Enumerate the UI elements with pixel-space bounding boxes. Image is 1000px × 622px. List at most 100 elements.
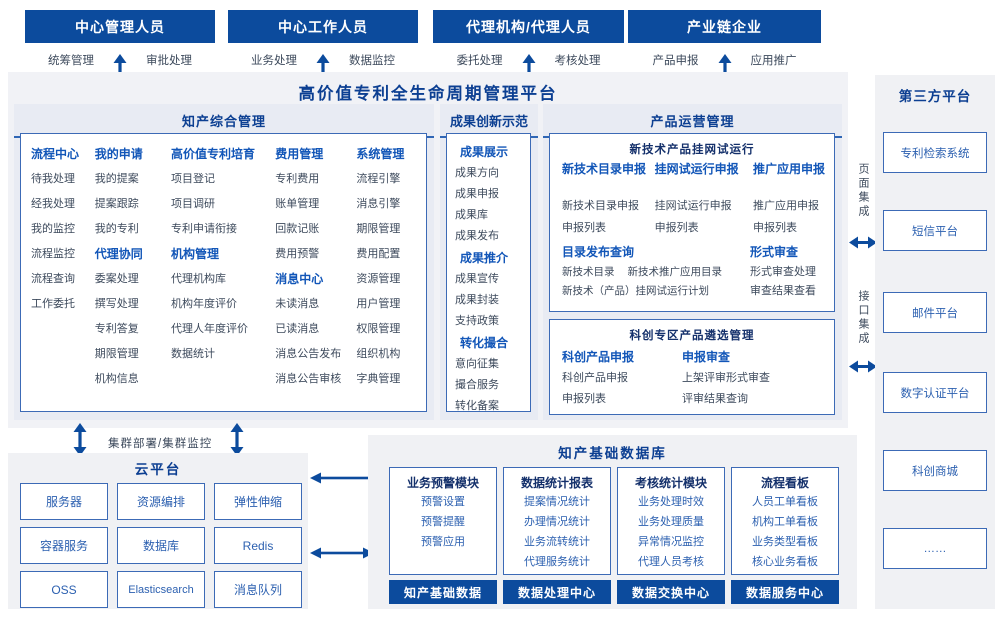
menu-item: 业务处理质量: [638, 516, 704, 528]
menu-item: 评审结果查询: [682, 393, 748, 405]
ip-column: 我的申请我的提案提案跟踪我的专利代理协同委案处理撰写处理专利答复期限管理机构信息: [95, 142, 171, 392]
menu-item: 期限管理: [356, 223, 401, 235]
menu-item: 账单管理: [275, 198, 320, 210]
menu-item: 推广应用申报: [752, 200, 819, 212]
menu-item: 消息公告审核: [275, 373, 342, 385]
role-action-left: 业务处理: [251, 55, 297, 67]
group-header: 代理协同: [94, 247, 143, 261]
menu-item: 成果库: [455, 209, 488, 221]
group-header: 转化撮合: [460, 336, 509, 350]
trial-apply-group: 推广应用申报推广应用申报申报列表: [753, 162, 834, 239]
menu-item: 成果宣传: [455, 273, 499, 285]
vertical-double-arrow-icon: [230, 423, 244, 456]
menu-item: 办理情况统计: [524, 516, 590, 528]
menu-item: 数据统计: [171, 348, 216, 360]
data-center-title: 知产基础数据库: [558, 446, 667, 461]
section-innovation: 成果创新示范 成果展示成果方向成果申报成果库成果发布成果推介成果宣传成果封装支持…: [440, 104, 538, 420]
menu-item: 流程引擎: [356, 173, 401, 185]
formal-review-group: 形式审查 形式审查处理 审查结果查看: [750, 242, 816, 301]
trial-apply-columns: 新技术目录申报新技术目录申报申报列表挂网试运行申报挂网试运行申报申报列表推广应用…: [550, 157, 834, 239]
menu-item: 新技术（产品）挂网试运行计划: [562, 285, 709, 297]
group-header: 流程看板: [760, 476, 809, 490]
horizontal-double-arrow-icon: [849, 236, 877, 249]
cluster-label: 集群部署/集群监控: [108, 438, 213, 450]
menu-item: 未读消息: [275, 298, 320, 310]
third-party-box: 科创商城: [883, 450, 987, 491]
menu-item: 专利费用: [275, 173, 320, 185]
menu-item: 待我处理: [31, 173, 75, 185]
group-header: 消息中心: [275, 272, 324, 286]
menu-item: 专利申请衔接: [171, 223, 238, 235]
menu-item: 回款记账: [275, 223, 320, 235]
group-header: 科创产品申报: [562, 350, 635, 364]
menu-item: 费用预警: [275, 248, 320, 260]
data-module-footer: 数据处理中心: [503, 580, 611, 604]
trial-operation-box: 新技术产品挂网试运行 新技术目录申报新技术目录申报申报列表挂网试运行申报挂网试运…: [549, 133, 835, 312]
third-party-box: 邮件平台: [883, 292, 987, 333]
third-party-box: 短信平台: [883, 210, 987, 251]
page-integration-label: 页面集成: [857, 163, 869, 219]
menu-item: 申报列表: [654, 222, 699, 234]
trial-apply-group: 新技术目录申报新技术目录申报申报列表: [562, 162, 655, 239]
data-center-panel: 知产基础数据库 业务预警模块预警设置预警提醒预警应用知产基础数据数据统计报表提案…: [368, 435, 857, 609]
menu-item: 代理人员考核: [638, 556, 704, 568]
trial-apply-group: 挂网试运行申报挂网试运行申报申报列表: [655, 162, 753, 239]
role-action-left: 统筹管理: [48, 55, 94, 67]
data-center-modules: 业务预警模块预警设置预警提醒预警应用知产基础数据数据统计报表提案情况统计办理情况…: [368, 467, 857, 604]
menu-item: 申报列表: [562, 393, 606, 405]
menu-item: 预警提醒: [421, 516, 465, 528]
ip-column: 高价值专利培育项目登记项目调研专利申请衔接机构管理代理机构库机构年度评价代理人年…: [171, 142, 275, 392]
menu-item: 申报列表: [562, 222, 606, 234]
role-action-right: 应用推广: [750, 55, 797, 67]
menu-item: 业务流转统计: [524, 536, 590, 548]
menu-item: 流程查询: [31, 273, 75, 285]
menu-item: 异常情况监控: [638, 536, 704, 548]
group-header: 成果展示: [460, 145, 509, 159]
data-module-box: 考核统计模块业务处理时效业务处理质量异常情况监控代理人员考核: [617, 467, 725, 575]
role-action-right: 数据监控: [349, 55, 395, 67]
ip-management-columns: 流程中心待我处理经我处理我的监控流程监控流程查询工作委托我的申请我的提案提案跟踪…: [21, 134, 426, 392]
menu-item: 项目登记: [171, 173, 216, 185]
menu-item: 成果封装: [455, 294, 499, 306]
group-header: 推广应用申报: [752, 162, 825, 176]
cloud-service-box: OSS: [20, 571, 108, 608]
group-header: 形式审查: [750, 245, 799, 259]
menu-item: 支持政策: [455, 315, 499, 327]
role-group-agencies: 代理机构/代理人员 委托处理 考核处理: [433, 10, 624, 85]
menu-item: 项目调研: [171, 198, 216, 210]
group-header: 我的申请: [94, 147, 143, 161]
menu-item: 提案跟踪: [94, 198, 139, 210]
role-action-right: 审批处理: [146, 55, 192, 67]
menu-item: 代理服务统计: [524, 556, 590, 568]
group-header: 成果推介: [460, 251, 509, 265]
cloud-service-box: 资源编排: [117, 483, 205, 520]
data-module-box: 数据统计报表提案情况统计办理情况统计业务流转统计代理服务统计: [503, 467, 611, 575]
third-party-box: 数字认证平台: [883, 372, 987, 413]
menu-item: 工作委托: [31, 298, 75, 310]
menu-item: 上架评审形式审查: [682, 372, 770, 384]
ip-column: 系统管理流程引擎消息引擎期限管理费用配置资源管理用户管理权限管理组织机构字典管理: [356, 142, 424, 392]
platform-panel: 高价值专利全生命周期管理平台 知产综合管理 流程中心待我处理经我处理我的监控流程…: [8, 72, 848, 428]
menu-item: 业务处理时效: [638, 496, 704, 508]
data-module-footer: 数据交换中心: [617, 580, 725, 604]
menu-item: 成果发布: [455, 230, 499, 242]
menu-item: 业务类型看板: [752, 536, 818, 548]
group-header: 考核统计模块: [634, 476, 707, 490]
menu-item: 预警应用: [421, 536, 465, 548]
menu-item: 新技术目录: [562, 266, 615, 278]
role-title: 中心工作人员: [228, 10, 418, 43]
menu-item: 我的监控: [31, 223, 75, 235]
menu-item: 字典管理: [356, 373, 401, 385]
menu-item: 新技术目录申报: [562, 200, 639, 212]
menu-item: 转化备案: [455, 400, 499, 412]
api-integration-label: 接口集成: [857, 290, 869, 346]
ip-management-box: 流程中心待我处理经我处理我的监控流程监控流程查询工作委托我的申请我的提案提案跟踪…: [20, 133, 427, 412]
cloud-service-box: Elasticsearch: [117, 571, 205, 608]
role-title: 中心管理人员: [25, 10, 215, 43]
role-title: 产业链企业: [628, 10, 821, 43]
ip-column: 流程中心待我处理经我处理我的监控流程监控流程查询工作委托: [31, 142, 95, 392]
menu-item: 挂网试运行申报: [654, 200, 732, 212]
horizontal-double-arrow-icon: [310, 547, 374, 559]
group-header: 新技术目录申报: [562, 162, 647, 176]
